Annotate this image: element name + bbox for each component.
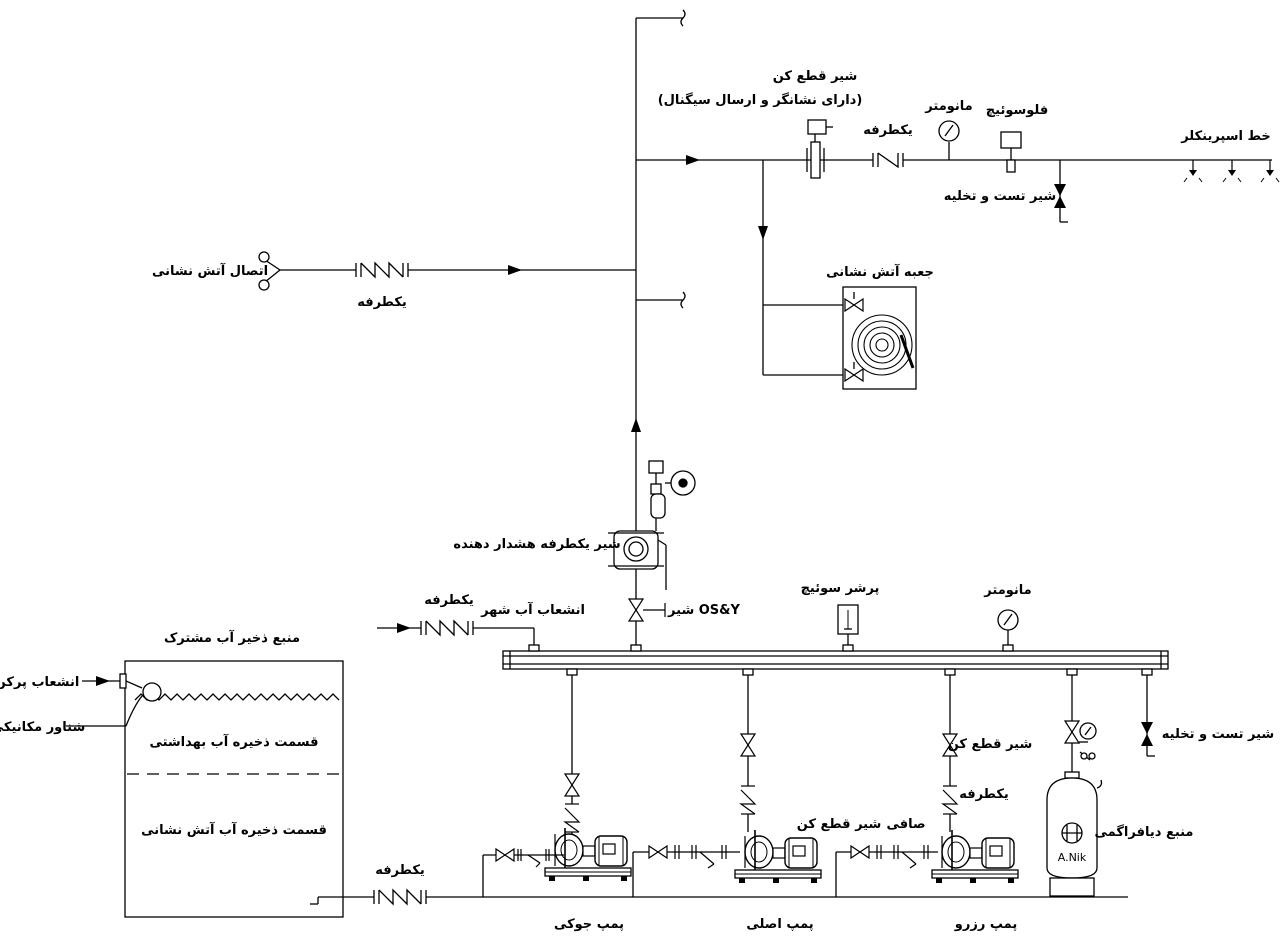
indicating-shutoff-valve	[806, 119, 833, 179]
main-pump-icon	[734, 829, 822, 884]
riser-flow-arrow	[631, 418, 641, 432]
sprinkler-head-icon	[1260, 159, 1280, 183]
check-valve-pump-label: یکطرفه	[959, 787, 1009, 802]
diaphragm-tank-label: منبع دیافراگمی	[1095, 824, 1194, 840]
osy-valve-label: شیر OS&Y	[667, 603, 740, 618]
tank-brand-label: A.Nik	[1058, 851, 1087, 864]
check-valve-suction-label: یکطرفه	[375, 863, 425, 878]
standby-pump-label: پمپ رزرو	[954, 917, 1017, 932]
sprinkler-line-label: خط اسپرینکلر	[1180, 129, 1271, 144]
check-valve-suction	[373, 888, 427, 906]
check-valve-top	[872, 151, 904, 169]
hose-flow-arrow	[758, 226, 768, 240]
shutoff-valve-pump-label: شیر قطع کن	[948, 737, 1033, 752]
check-valve-top-label: یکطرفه	[863, 123, 913, 138]
shutoff-valve-subtitle: (دارای نشانگر و ارسال سیگنال)	[658, 92, 863, 108]
pressure-switch	[837, 604, 859, 645]
strainer-label: صافی	[886, 817, 925, 832]
city-water-label: انشعاب آب شهر	[480, 601, 585, 618]
float-inlet-label: انشعاب پرکن	[0, 675, 79, 690]
pressure-switch-label: پرشر سوئیچ	[801, 581, 880, 596]
jockey-discharge-valve	[564, 773, 580, 797]
standby-suction-fittings	[850, 845, 929, 869]
test-drain-header-label: شیر تست و تخلیه	[1162, 727, 1274, 742]
main-check-valve	[739, 785, 757, 815]
test-drain-header-symbol	[1141, 722, 1153, 746]
diaphragm-tank	[1046, 720, 1103, 897]
shared-tank-label: منبع ذخیر آب مشترک	[164, 629, 300, 646]
fire-hose-cabinet	[842, 286, 917, 390]
sprinkler-heads	[1183, 159, 1280, 183]
domestic-section-label: قسمت ذخیره آب بهداشتی	[149, 733, 318, 750]
standby-check-valve	[941, 785, 959, 815]
shutoff-valve-suction-label: شیر قطع کن	[797, 817, 882, 832]
fire-section-label: قسمت ذخیره آب آتش نشانی	[141, 821, 327, 838]
main-discharge-valve	[740, 733, 756, 757]
fire-dept-connection-label: اتصال آتش نشانی	[152, 262, 268, 279]
check-valve-city-label: یکطرفه	[424, 593, 474, 608]
standby-pump-icon	[931, 829, 1019, 884]
flow-switch-label: فلوسوئیچ	[986, 103, 1048, 118]
storage-tank	[66, 660, 344, 918]
manometer-header	[997, 609, 1019, 645]
manometer-header-label: مانومتر	[983, 583, 1031, 598]
jockey-check-valve	[563, 803, 581, 833]
city-water-arrow	[397, 623, 411, 633]
alarm-check-valve	[608, 460, 696, 590]
flow-switch	[1000, 131, 1022, 173]
shutoff-valve-title: شیر قطع کن	[773, 69, 858, 84]
jockey-suction-fittings	[495, 848, 550, 868]
fire-hose-cabinet-label: جعبه آتش نشانی	[826, 263, 934, 280]
sprinkler-head-icon	[1183, 159, 1203, 183]
main-pump-label: پمپ اصلی	[746, 917, 813, 932]
fire-department-connection	[258, 251, 636, 291]
sprinkler-flow-arrow	[686, 155, 700, 165]
check-valve-fdc	[355, 261, 409, 279]
main-suction-fittings	[648, 845, 727, 869]
float-inlet-arrow	[96, 676, 110, 686]
check-valve-city	[420, 619, 474, 637]
alarm-check-valve-label: شیر یکطرفه هشدار دهنده	[453, 537, 620, 552]
osy-valve-icon	[628, 598, 644, 622]
mechanical-float-label: شناور مکانیکی	[0, 720, 85, 735]
sprinkler-head-icon	[1222, 159, 1242, 183]
fdc-flow-arrow	[508, 265, 522, 275]
manometer-top-label: مانومتر	[924, 99, 972, 114]
jockey-pump-label: پمپ جوکی	[554, 917, 624, 932]
pump-header	[502, 644, 1169, 676]
check-valve-fdc-label: یکطرفه	[357, 295, 407, 310]
manometer-top	[938, 120, 960, 160]
test-drain-top-label: شیر تست و تخلیه	[944, 189, 1056, 204]
